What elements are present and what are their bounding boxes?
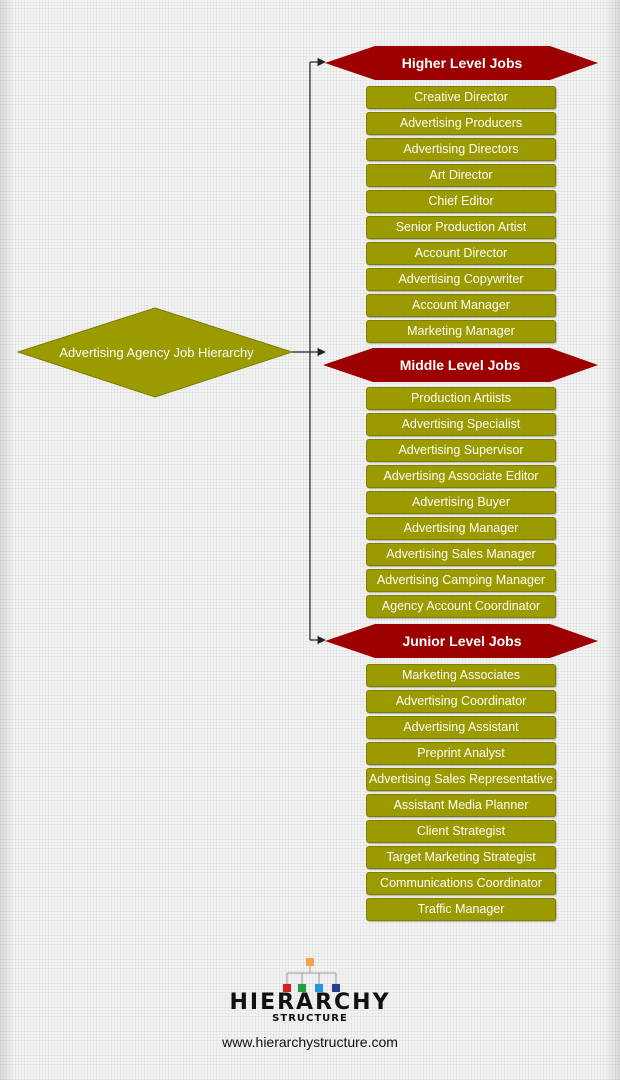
job-node: Marketing Manager [366,320,556,343]
job-node: Advertising Directors [366,138,556,161]
job-node: Advertising Supervisor [366,439,556,462]
job-node: Advertising Assistant [366,716,556,739]
level-shape-higher [325,46,598,80]
job-node: Senior Production Artist [366,216,556,239]
job-node: Traffic Manager [366,898,556,921]
logo-subtitle: STRUCTURE [272,1013,348,1024]
level-shape-middle [323,348,598,382]
root-diamond [16,307,294,398]
job-node: Advertising Copywriter [366,268,556,291]
job-node: Advertising Buyer [366,491,556,514]
job-node: Advertising Sales Manager [366,543,556,566]
job-node: Account Director [366,242,556,265]
level-title-junior: Junior Level Jobs [402,633,522,649]
job-node: Marketing Associates [366,664,556,687]
job-node: Creative Director [366,86,556,109]
job-node: Advertising Associate Editor [366,465,556,488]
website-link[interactable]: www.hierarchystructure.com [222,1034,398,1050]
job-node: Agency Account Coordinator [366,595,556,618]
job-node: Advertising Specialist [366,413,556,436]
level-title-higher: Higher Level Jobs [401,55,523,71]
job-node: Production Artiists [366,387,556,410]
logo-icon [283,958,340,992]
level-shape-junior [325,624,598,658]
level-title-middle: Middle Level Jobs [399,357,521,373]
job-node: Account Manager [366,294,556,317]
job-node: Assistant Media Planner [366,794,556,817]
job-node: Art Director [366,164,556,187]
job-node: Preprint Analyst [366,742,556,765]
job-node: Advertising Manager [366,517,556,540]
root-label: Advertising Agency Job Hierarchy [59,345,254,360]
job-node: Advertising Coordinator [366,690,556,713]
job-node: Advertising Camping Manager [366,569,556,592]
job-node: Target Marketing Strategist [366,846,556,869]
job-node: Client Strategist [366,820,556,843]
job-node: Advertising Producers [366,112,556,135]
job-node: Advertising Sales Representative [366,768,556,791]
job-node: Communications Coordinator [366,872,556,895]
job-node: Chief Editor [366,190,556,213]
logo-title: HIERARCHY [229,990,391,1015]
